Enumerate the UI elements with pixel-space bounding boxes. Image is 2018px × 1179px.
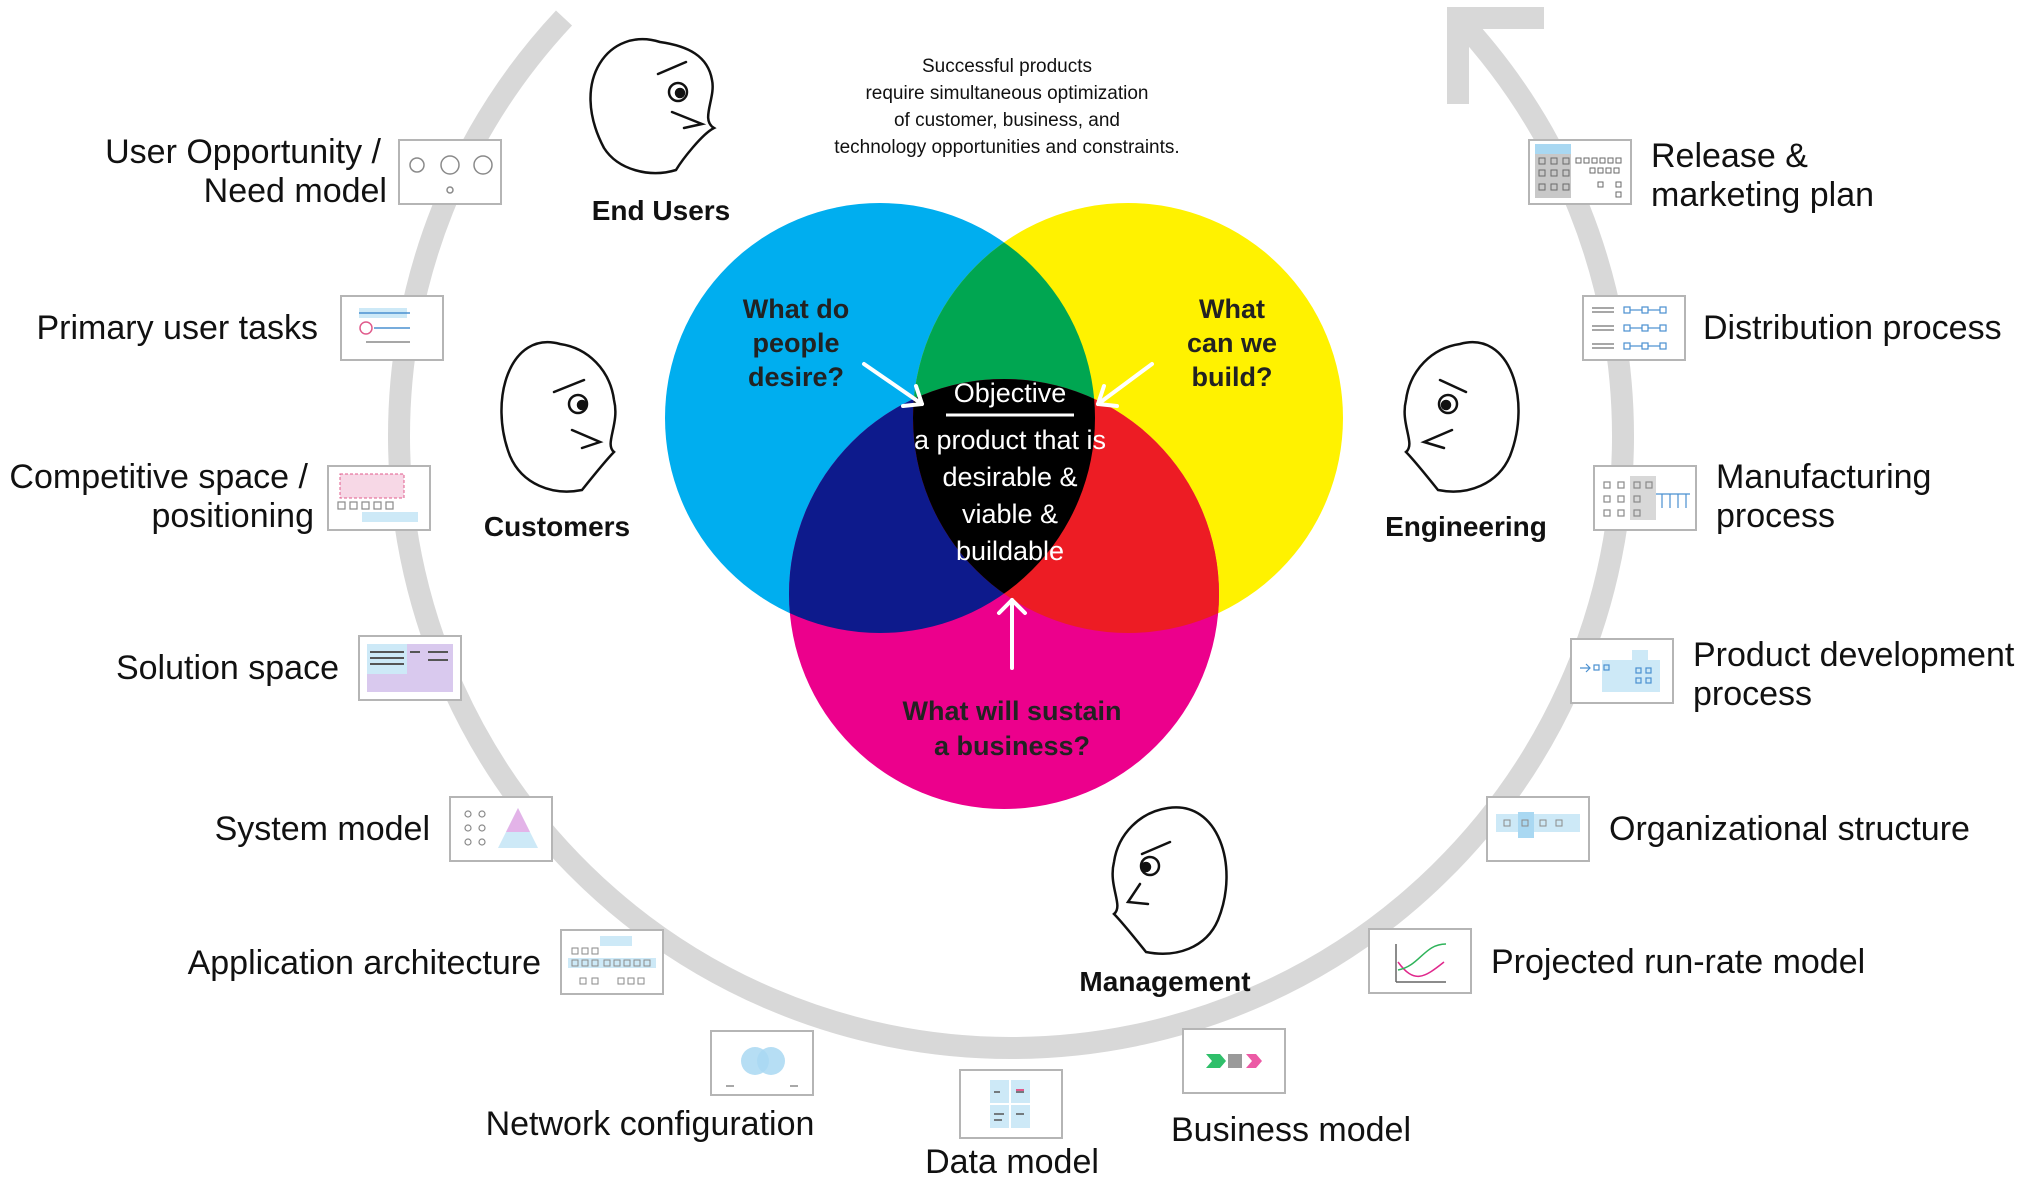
artifact-label: Primary user tasks xyxy=(37,309,319,347)
build-question: build? xyxy=(1192,362,1273,392)
artifact-primary-user-tasks: Primary user tasks xyxy=(37,295,444,361)
artifact-manufacturing-process: Manufacturing process xyxy=(1593,458,1931,535)
intro-line: Successful products xyxy=(922,56,1092,77)
objective-body: buildable xyxy=(956,536,1064,566)
artifact-data-model: Data model xyxy=(925,1069,1099,1179)
cycle-arrowhead-icon xyxy=(1447,7,1544,104)
artifact-label: System model xyxy=(215,810,430,848)
artifact-label: Competitive space / xyxy=(9,458,308,496)
artifact-user-opportunity-model: User Opportunity / Need model xyxy=(105,133,502,210)
artifact-solution-space: Solution space xyxy=(116,635,462,701)
artifact-business-model: Business model xyxy=(1171,1028,1411,1149)
artifact-label: Need model xyxy=(204,172,387,210)
artifact-label: positioning xyxy=(151,497,314,535)
artifact-label: Business model xyxy=(1171,1111,1411,1149)
customers-face-icon xyxy=(500,341,617,493)
artifact-competitive-space: Competitive space / positioning xyxy=(9,458,431,535)
build-question: can we xyxy=(1187,328,1277,358)
artifact-label: Product development xyxy=(1693,636,2015,674)
run-rate-model-icon xyxy=(1368,928,1472,994)
management-label: Management xyxy=(1079,966,1250,997)
artifact-label: process xyxy=(1693,675,1812,713)
objective-body: a product that is xyxy=(914,425,1106,455)
artifact-label: process xyxy=(1716,497,1835,535)
build-question: What xyxy=(1199,294,1265,324)
artifact-run-rate-model: Projected run-rate model xyxy=(1368,928,1865,994)
venn-diagram: What do people desire? What can we build… xyxy=(665,203,1343,809)
artifact-label: Application architecture xyxy=(188,944,541,982)
artifact-label: Projected run-rate model xyxy=(1491,943,1865,981)
artifact-label: User Opportunity / xyxy=(105,133,381,171)
desire-question: What do xyxy=(743,294,849,324)
desire-question: people xyxy=(752,328,839,358)
artifact-system-model: System model xyxy=(215,796,553,862)
system-model-icon xyxy=(449,796,553,862)
intro-text: Successful products require simultaneous… xyxy=(834,56,1179,158)
intro-line: technology opportunities and constraints… xyxy=(834,137,1179,158)
artifact-label: Solution space xyxy=(116,649,339,687)
intro-line: require simultaneous optimization xyxy=(865,83,1148,104)
artifact-label: marketing plan xyxy=(1651,176,1874,214)
artifact-label: Organizational structure xyxy=(1609,810,1970,848)
objective-body: viable & xyxy=(962,499,1058,529)
engineering-face-icon xyxy=(1403,341,1520,493)
artifact-product-dev-process: Product development process xyxy=(1570,636,2015,713)
artifact-label: Release & xyxy=(1651,137,1808,175)
artifact-network-configuration: Network configuration xyxy=(486,1030,815,1143)
customers-label: Customers xyxy=(484,511,630,542)
artifact-distribution-process: Distribution process xyxy=(1582,295,2002,361)
desire-question: desire? xyxy=(748,362,844,392)
artifact-release-plan: Release & marketing plan xyxy=(1528,137,1874,214)
artifact-label: Data model xyxy=(925,1143,1099,1179)
sustain-arrow-icon xyxy=(997,598,1027,670)
engineering-label: Engineering xyxy=(1385,511,1547,542)
artifact-label: Distribution process xyxy=(1703,309,2002,347)
build-arrow-icon xyxy=(1096,362,1154,408)
process-cycle-ring xyxy=(388,10,1634,1060)
artifact-application-architecture: Application architecture xyxy=(188,929,664,995)
management-face-icon xyxy=(1111,806,1228,955)
sustain-question: a business? xyxy=(934,731,1090,761)
desire-arrow-icon xyxy=(862,362,924,408)
end-users-face-icon xyxy=(589,37,717,175)
intro-line: of customer, business, and xyxy=(894,110,1120,131)
objective-title: Objective xyxy=(954,378,1067,408)
sustain-question: What will sustain xyxy=(902,696,1121,726)
objective-body: desirable & xyxy=(942,462,1077,492)
end-users-label: End Users xyxy=(592,195,731,226)
artifact-org-structure: Organizational structure xyxy=(1486,796,1970,862)
artifact-label: Network configuration xyxy=(486,1105,815,1143)
artifact-label: Manufacturing xyxy=(1716,458,1931,496)
